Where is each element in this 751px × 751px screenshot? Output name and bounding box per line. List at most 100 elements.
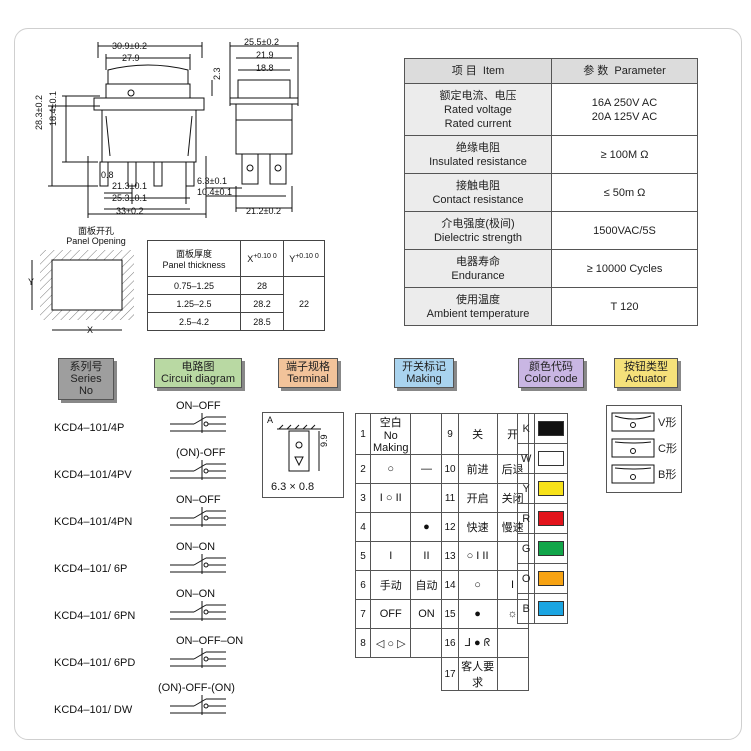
color-swatch (538, 481, 565, 496)
actuator-item: V形 (611, 412, 676, 432)
making-symbol-c: 快速 (457, 512, 498, 542)
dim-side-width-mid: 21.9 (256, 50, 274, 60)
actuator-box: V形 C形 B形 (606, 405, 682, 493)
dim-side-step: 2.3 (212, 67, 222, 80)
panel-x-label: X (87, 325, 94, 335)
making-number: 13 (441, 541, 459, 571)
color-code: K (516, 413, 536, 444)
dim-body-width: 33±0.2 (116, 206, 144, 216)
making-number: 9 (441, 413, 459, 455)
circuit-label: ON–OFF (176, 494, 221, 506)
making-number: 16 (441, 628, 459, 658)
actuator-label: B形 (658, 469, 677, 481)
front-view-drawing (48, 42, 207, 218)
color-swatch-cell (534, 473, 569, 504)
color-swatch (538, 541, 565, 556)
circuit-symbol-icon (170, 648, 226, 668)
making-number: 6 (355, 570, 371, 600)
circuit-label: (ON)-OFF-(ON) (158, 682, 235, 694)
color-swatch-cell (534, 533, 569, 564)
circuit-symbol-icon (170, 554, 226, 574)
making-symbol-c: 关 (457, 413, 498, 455)
making-symbol-b: 自动 (410, 570, 443, 600)
dim-height-outer: 28.3±0.2 (34, 95, 44, 130)
making-number: 7 (355, 599, 371, 629)
circuit-symbol-icon (170, 601, 226, 621)
color-swatch-cell (534, 443, 569, 474)
making-symbol-a: 空白 No Making (369, 413, 412, 455)
making-symbol-b: ● (410, 512, 443, 542)
panel-opening-drawing (31, 250, 134, 331)
color-code: R (516, 503, 536, 534)
series-code: KCD4–101/4PV (54, 469, 132, 481)
dim-side-bottom: 21.2±0.2 (246, 206, 281, 216)
making-symbol-d (496, 628, 529, 658)
dim-height-inner: 18.4±0.1 (48, 91, 58, 126)
making-symbol-b: II (410, 541, 443, 571)
color-swatch (538, 571, 565, 586)
series-code: KCD4–101/4PN (54, 516, 133, 528)
making-number: 15 (441, 599, 459, 629)
series-code: KCD4–101/ 6P (54, 563, 128, 575)
dim-width-inner: 27.9 (122, 53, 140, 63)
making-row: 8◁ ○ ▷16⅃ ● ᖇ (355, 628, 529, 658)
making-symbol-a (371, 658, 411, 691)
series-code: KCD4–101/ DW (54, 704, 133, 716)
b-shape-icon (611, 464, 655, 484)
dim-side-pin-2: 10.4±0.1 (197, 187, 232, 197)
terminal-drawing (277, 424, 321, 472)
spec-row: 介电强度(极间)Dielectric strength 1500VAC/5S (404, 211, 698, 250)
making-symbol-c: 客人要求 (457, 657, 498, 691)
making-symbol-a (369, 512, 412, 542)
circuit-symbol-icon (170, 507, 226, 527)
making-symbol-c: 开启 (457, 483, 498, 513)
v-shape-icon (611, 412, 655, 432)
panel-y-label: Y (28, 277, 35, 287)
making-symbol-c: ○ (457, 570, 498, 600)
dim-pitch-1: 21.3±0.1 (112, 181, 147, 191)
color-row: O (516, 563, 569, 594)
circuit-label: ON–ON (176, 541, 216, 553)
making-number: 1 (355, 413, 371, 455)
color-swatch-cell (534, 503, 569, 534)
circuit-label: ON–ON (176, 588, 216, 600)
actuator-label: C形 (658, 443, 677, 455)
panel-x-head: X+0.10 0 (240, 240, 284, 277)
color-code: G (516, 533, 536, 564)
spec-head-param: 参 数 Parameter (551, 58, 698, 84)
actuator-label: V形 (658, 417, 677, 429)
making-number: 8 (355, 628, 371, 658)
actuator-item: B形 (611, 464, 676, 484)
panel-y-value: 22 (283, 276, 325, 331)
color-row: G (516, 533, 569, 564)
dim-side-width-inner: 18.8 (256, 63, 274, 73)
making-number: 11 (441, 483, 459, 513)
color-swatch (538, 511, 565, 526)
terminal-box: A 9.9 6.3 × 0.8 (262, 412, 344, 498)
color-swatch-cell (534, 593, 569, 624)
making-number: 14 (441, 570, 459, 600)
color-code: Y (516, 473, 536, 504)
making-symbol-b (410, 483, 443, 513)
making-number: 10 (441, 454, 459, 484)
panel-y-head: Y+0.10 0 (283, 240, 325, 277)
circuit-symbol-icon (170, 460, 226, 480)
making-symbol-b: — (410, 454, 443, 484)
making-symbol-a: I ○ II (369, 483, 412, 513)
